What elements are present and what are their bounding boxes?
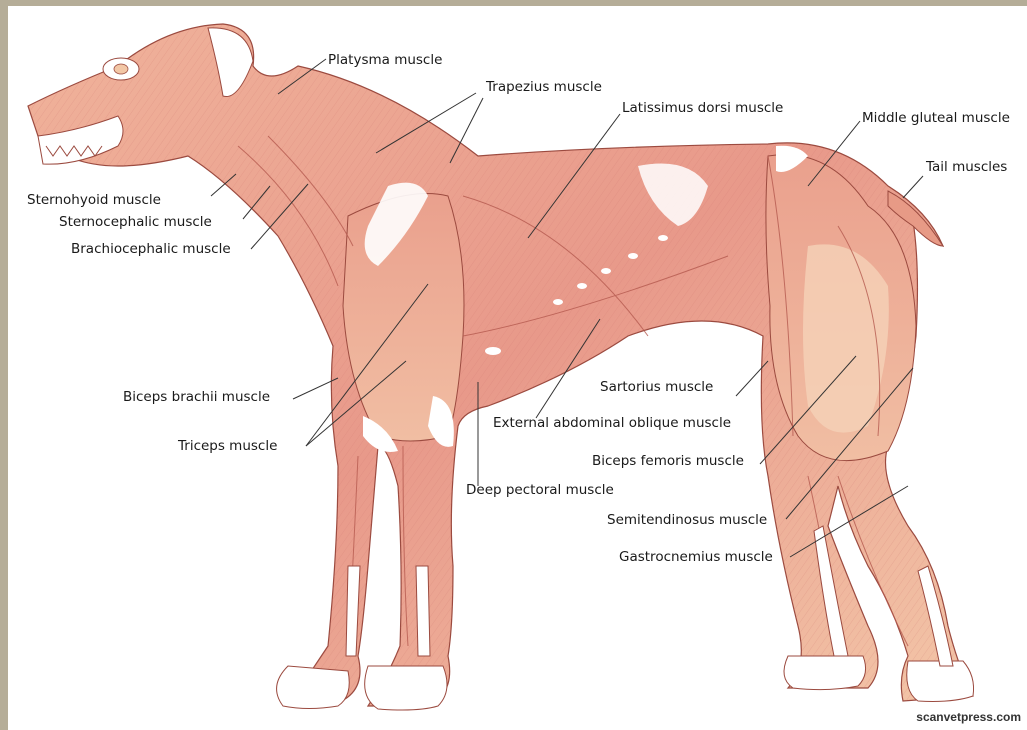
label-biceps-femoris: Biceps femoris muscle [592,453,744,469]
label-middle-gluteal: Middle gluteal muscle [862,110,1010,126]
label-triceps: Triceps muscle [178,438,277,454]
label-trapezius: Trapezius muscle [486,79,602,95]
leader-tail [903,176,923,198]
label-sartorius: Sartorius muscle [600,379,713,395]
label-sternocephalic: Sternocephalic muscle [59,214,212,230]
label-platysma: Platysma muscle [328,52,442,68]
label-biceps-brachii: Biceps brachii muscle [123,389,270,405]
label-external-abdominal-oblique: External abdominal oblique muscle [493,415,731,431]
dog-body [28,24,974,710]
label-gastrocnemius: Gastrocnemius muscle [619,549,773,565]
label-tail-muscles: Tail muscles [926,159,1007,175]
label-brachiocephalic: Brachiocephalic muscle [71,241,231,257]
label-deep-pectoral: Deep pectoral muscle [466,482,614,498]
label-sternohyoid: Sternohyoid muscle [27,192,161,208]
illustration-frame: Platysma muscle Trapezius muscle Latissi… [8,6,1027,730]
source-credit: scanvetpress.com [916,710,1021,724]
label-latissimus-dorsi: Latissimus dorsi muscle [622,100,783,116]
label-semitendinosus: Semitendinosus muscle [607,512,767,528]
